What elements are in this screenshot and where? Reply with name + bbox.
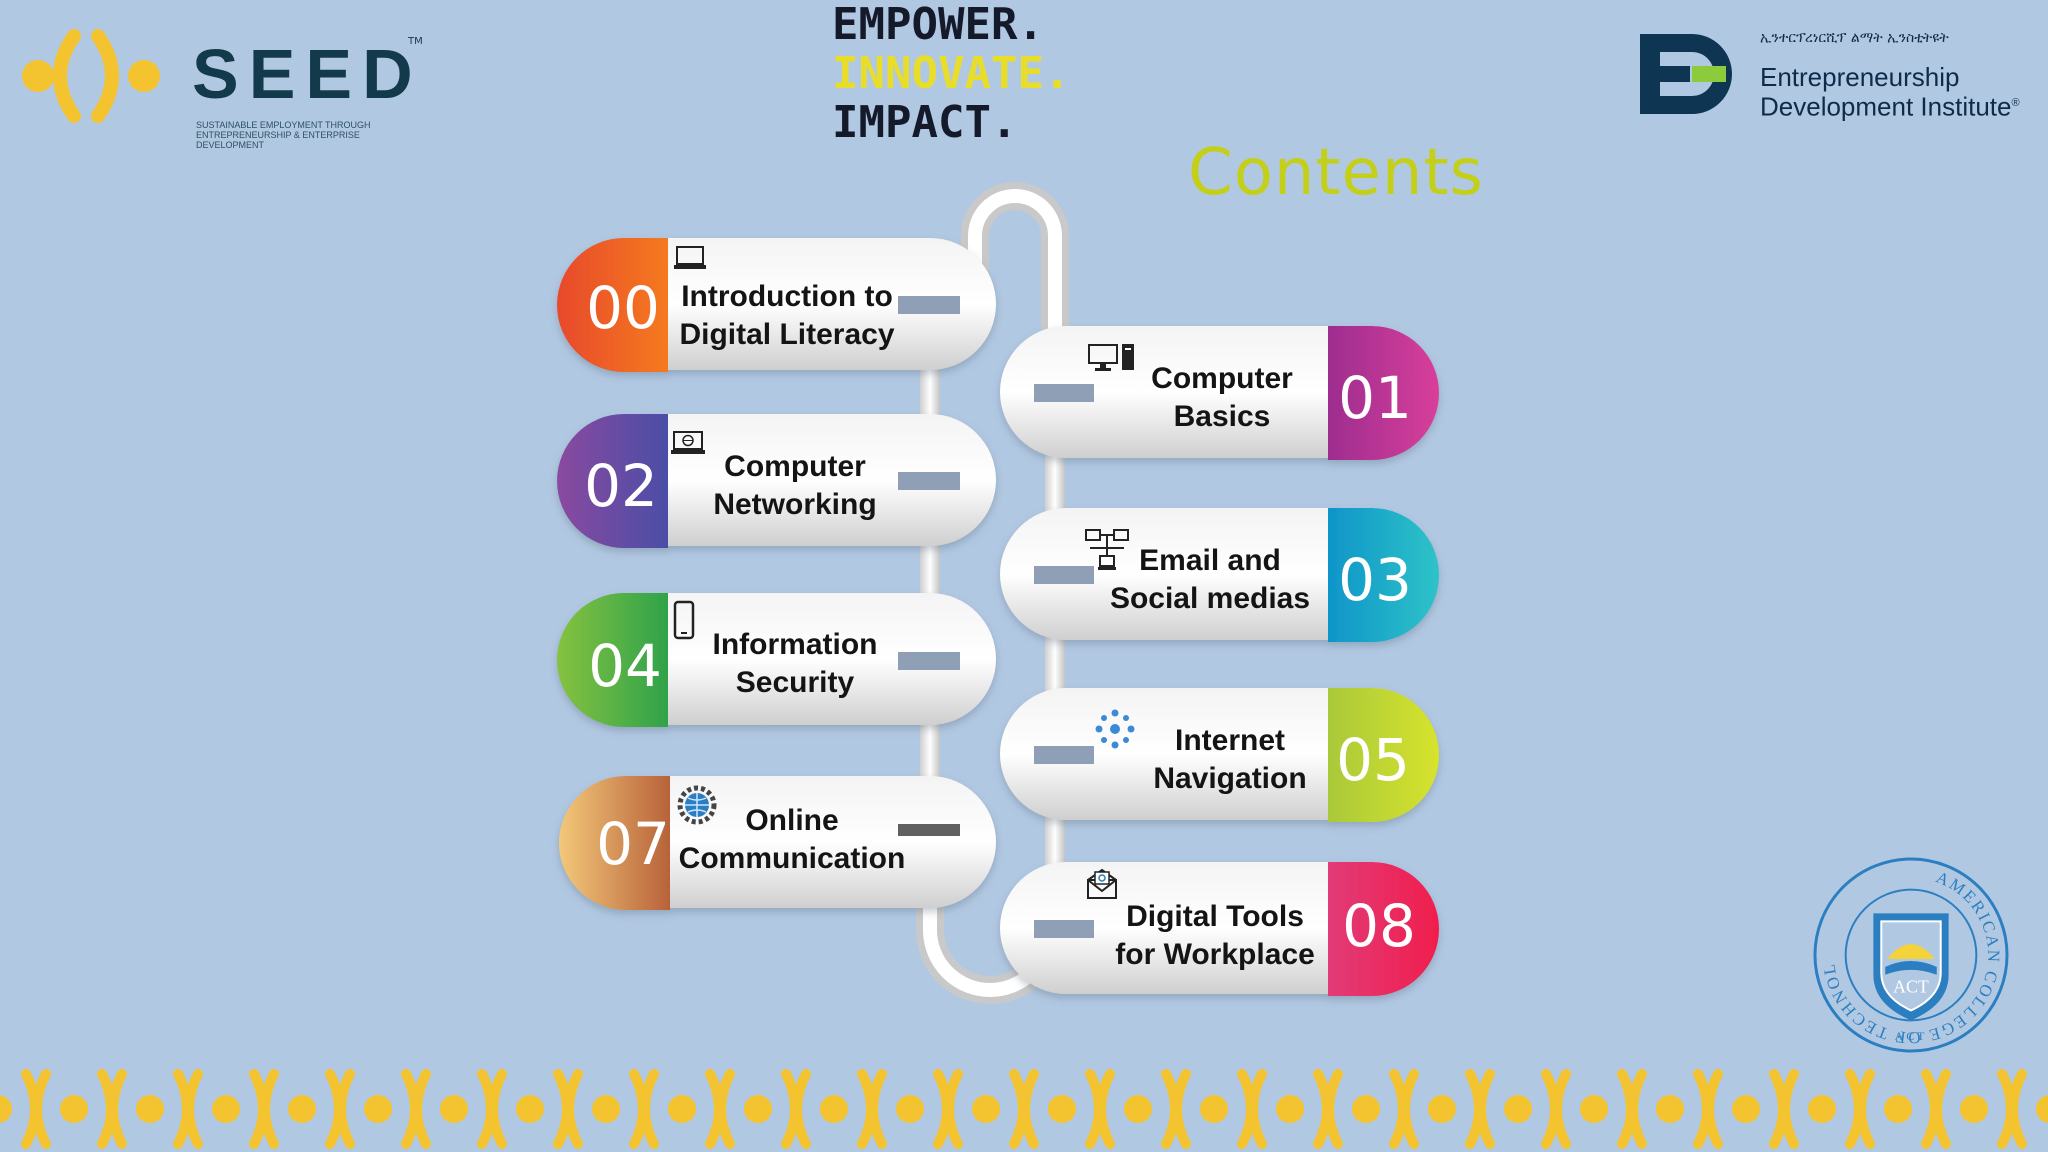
item-08 (1000, 862, 1439, 996)
item-07-number: 07 (596, 810, 670, 878)
item-04-number: 04 (588, 632, 662, 700)
item-03 (1000, 508, 1439, 642)
item-03-number: 03 (1338, 546, 1412, 614)
seed-trademark: TM (408, 36, 423, 47)
edi-amharic-name: ኢንተርፕረነርሺፕ ልማት ኢንስቲትዩት (1760, 30, 1949, 46)
item-01-number: 01 (1338, 364, 1412, 432)
seal-center-text: ACT (1893, 977, 1929, 997)
seed-tagline: SUSTAINABLE EMPLOYMENT THROUGH ENTREPREN… (196, 120, 371, 150)
edi-name-line2: Development Institute® (1760, 91, 2020, 122)
slogan: EMPOWER. INNOVATE. IMPACT. (832, 0, 1070, 147)
globe-gear-icon (677, 785, 717, 825)
item-05-number: 05 (1336, 726, 1410, 794)
seed-wordmark: SEED (192, 35, 423, 113)
laptop-icon (674, 246, 706, 269)
item-01 (1000, 326, 1439, 460)
item-00 (557, 238, 996, 372)
item-04 (557, 593, 996, 727)
network-icon (1085, 529, 1129, 570)
contents-title: Contents (1188, 136, 1484, 210)
item-00-number: 00 (586, 274, 660, 342)
item-05 (1000, 688, 1439, 822)
slogan-empower: EMPOWER. (832, 0, 1044, 50)
slogan-impact: IMPACT. (832, 97, 1018, 148)
bottom-signal-band (0, 1066, 2048, 1152)
item-02-number: 02 (584, 452, 658, 520)
item-08-number: 08 (1342, 892, 1416, 960)
slogan-innovate: INNOVATE. (832, 48, 1071, 99)
edi-name: Entrepreneurship Development Institute® (1760, 64, 2020, 120)
globe-laptop-icon (671, 431, 705, 454)
edi-name-line1: Entrepreneurship (1760, 62, 1960, 92)
item-02 (557, 414, 996, 548)
email-envelope-icon (1087, 868, 1117, 899)
seal-bottom-text: ACT (1895, 1029, 1928, 1043)
seed-logo: SEED TM SUSTAINABLE EMPLOYMENT THROUGH E… (16, 26, 436, 150)
desktop-computer-icon (1088, 344, 1134, 371)
seed-signal-mark-icon (22, 29, 160, 123)
item-07 (559, 776, 996, 910)
edi-mark-icon (1640, 34, 1732, 114)
act-college-seal: AMERICAN COLLEGE OF TECHNOLOGY ACT ACT (1812, 856, 2009, 1053)
connected-dots-icon (1095, 709, 1135, 749)
smartphone-icon (673, 600, 695, 640)
edi-logo: ኢንተርፕረነርሺፕ ልማት ኢንስቲትዩት Entrepreneurship … (1636, 26, 2036, 126)
